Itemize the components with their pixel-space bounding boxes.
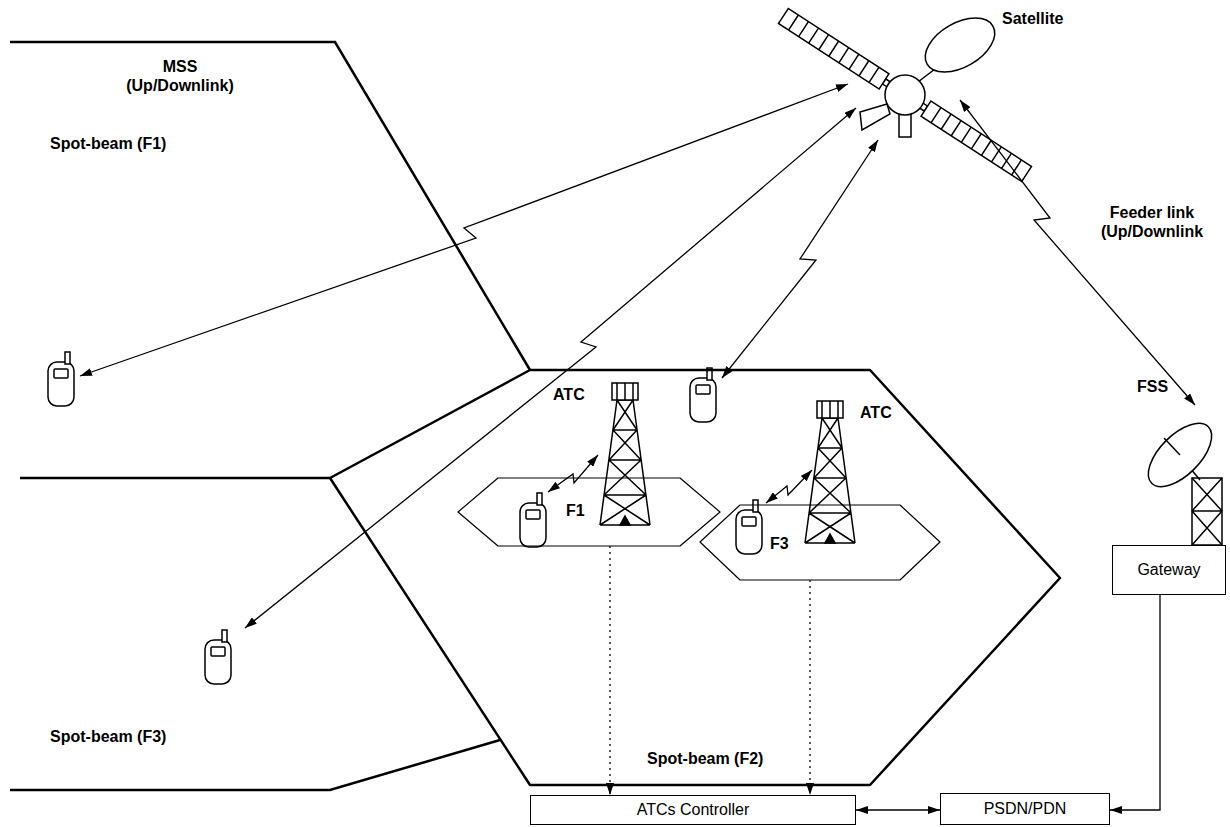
region-outline	[700, 505, 940, 580]
region-outline	[700, 505, 940, 580]
process-box: PSDN/PDN	[940, 793, 1110, 825]
box-label: Gateway	[1137, 561, 1200, 579]
mss-link	[245, 108, 856, 628]
dish-label: FSS	[1135, 377, 1170, 396]
region-label: Spot-beam (F3)	[48, 727, 168, 746]
mobile-phone	[696, 385, 710, 394]
spot-beam-boundaries	[10, 42, 530, 790]
label-anchor: Satellite	[1000, 9, 1065, 28]
network-connector	[1110, 595, 1160, 810]
solar-panels	[921, 101, 1031, 181]
atc-tower	[600, 383, 650, 525]
mobile-phone	[222, 630, 227, 642]
atc-tower	[805, 418, 855, 543]
mobile-phone	[205, 630, 231, 684]
mobile-phone	[520, 503, 546, 547]
label-anchor: Spot-beam (F1)	[48, 134, 168, 153]
mobile-phone	[48, 362, 74, 406]
feeder-link	[960, 100, 1195, 405]
network-connector	[856, 809, 940, 810]
mobile-phone	[690, 368, 716, 422]
label-anchor: MSS (Up/Downlink)	[110, 57, 250, 95]
solar-panels	[931, 108, 1021, 175]
region-outline	[458, 478, 720, 546]
radio-links	[80, 84, 1195, 628]
region-outline	[458, 478, 720, 546]
mobile-phone	[736, 500, 762, 554]
region-label: Spot-beam (F1)	[48, 134, 168, 153]
satellite-label: Satellite	[1000, 9, 1065, 28]
atc-tower	[600, 400, 650, 525]
satellite	[916, 7, 1004, 83]
fss-dish	[1138, 413, 1223, 545]
satellite	[899, 113, 911, 137]
spot-beam-boundary	[20, 477, 330, 480]
tower-label: ATC	[551, 385, 587, 404]
spot-beam-boundary	[10, 42, 530, 370]
atc-tower	[817, 401, 843, 418]
mobile-phone	[537, 493, 542, 505]
atc-tower	[825, 534, 835, 543]
fss-dish	[1138, 413, 1223, 498]
mobile-phone	[211, 647, 225, 656]
mobile-phone	[520, 493, 546, 547]
atc-tower	[612, 383, 638, 400]
mobile-phone	[526, 510, 540, 519]
region-outline	[330, 370, 1060, 785]
process-box: ATCs Controller	[530, 795, 856, 825]
atc-cell: F1	[458, 478, 720, 546]
fss-dish	[1192, 478, 1222, 545]
region-outline	[330, 370, 1060, 785]
solar-panels	[778, 8, 888, 88]
control-connector	[609, 546, 610, 795]
atc-tower	[617, 383, 633, 400]
box-label: ATCs Controller	[637, 801, 750, 819]
atc-link	[548, 455, 598, 492]
fss-dish	[1164, 438, 1180, 455]
satellite	[885, 75, 925, 115]
atc-tower	[620, 516, 630, 525]
atc-tower	[822, 401, 838, 418]
atc-cell: F3	[700, 505, 940, 580]
box-label: PSDN/PDN	[984, 800, 1067, 818]
fss-dish	[1192, 478, 1222, 545]
link-label: MSS (Up/Downlink)	[110, 57, 250, 95]
process-box: Gateway	[1112, 545, 1226, 595]
atc-tower	[805, 401, 855, 543]
mss-link	[722, 140, 878, 378]
mobile-phone	[742, 517, 756, 526]
mobile-phone	[736, 510, 762, 554]
label-anchor: FSS	[1135, 377, 1170, 396]
mobile-phone	[48, 352, 74, 406]
label-anchor: ATC	[858, 403, 894, 422]
satellite	[860, 104, 890, 130]
label-anchor: Feeder link (Up/Downlink	[1082, 203, 1222, 241]
region-name: F1	[566, 502, 585, 520]
mss-link	[80, 84, 848, 376]
spot-beam-region: Spot-beam (F2) F1F3	[330, 370, 1060, 785]
mobile-phone	[65, 352, 70, 364]
region-name: F3	[770, 535, 789, 553]
control-connector	[809, 580, 810, 795]
solar-panels	[789, 15, 879, 82]
link-label: Feeder link (Up/Downlink	[1082, 203, 1222, 241]
atc-link	[766, 470, 812, 503]
mobile-phone	[205, 640, 231, 684]
tower-label: ATC	[858, 403, 894, 422]
region-name: Spot-beam (F2)	[647, 750, 763, 768]
mobile-phone	[690, 378, 716, 422]
label-anchor: Spot-beam (F3)	[48, 727, 168, 746]
satellite	[778, 7, 1031, 182]
label-anchor: ATC	[551, 385, 587, 404]
mobile-phone	[54, 369, 68, 378]
mobile-phone	[753, 500, 758, 512]
spot-beam-boundary	[10, 740, 500, 790]
